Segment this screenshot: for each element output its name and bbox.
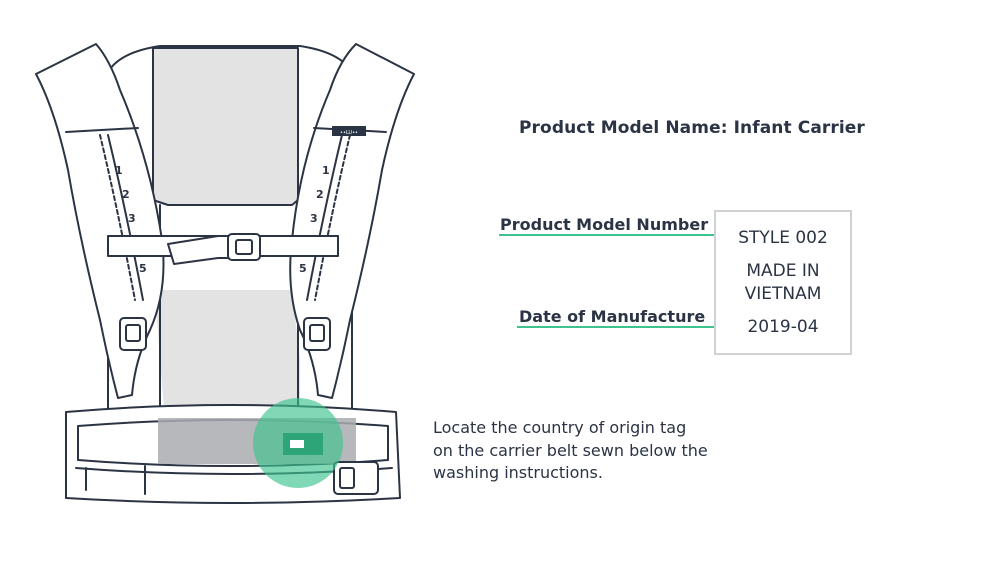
tag-style: STYLE 002 xyxy=(738,228,828,248)
tag-date: 2019-04 xyxy=(747,317,819,337)
right-strap-number-5: 5 xyxy=(299,262,307,275)
back-panel-inner xyxy=(152,47,299,206)
note-line: on the carrier belt sewn below the xyxy=(433,440,708,460)
date-leader xyxy=(517,326,731,328)
note-line: washing instructions. xyxy=(433,463,603,482)
date-of-manufacture-label: Date of Manufacture xyxy=(519,307,706,326)
tag-country: VIETNAM xyxy=(744,284,822,304)
left-strap-number-1: 1 xyxy=(115,164,123,177)
right-side-buckle xyxy=(303,317,331,351)
model-number-label: Product Model Number xyxy=(500,215,709,234)
note-line: Locate the country of origin tag xyxy=(433,418,687,437)
tag-made-in: MADE IN xyxy=(746,261,820,281)
right-strap-number-1: 1 xyxy=(322,164,330,177)
belt-buckle xyxy=(333,461,379,495)
left-strap-number-3: 3 xyxy=(128,212,136,225)
right-strap-number-3: 3 xyxy=(310,212,318,225)
left-strap-number-2: 2 xyxy=(122,188,130,201)
product-model-name: Product Model Name: Infant Carrier xyxy=(519,118,865,138)
brand-mark: ••LU•• xyxy=(340,130,358,136)
right-strap-number-2: 2 xyxy=(316,188,324,201)
left-side-buckle xyxy=(119,317,147,351)
origin-tag-note: Locate the country of origin tag on the … xyxy=(433,417,753,485)
product-tag: STYLE 002 MADE IN VIETNAM 2019-04 xyxy=(714,210,852,355)
left-strap-number-5: 5 xyxy=(139,262,147,275)
model-number-leader xyxy=(499,234,731,236)
body-center xyxy=(155,290,300,420)
brand-label xyxy=(332,126,366,136)
